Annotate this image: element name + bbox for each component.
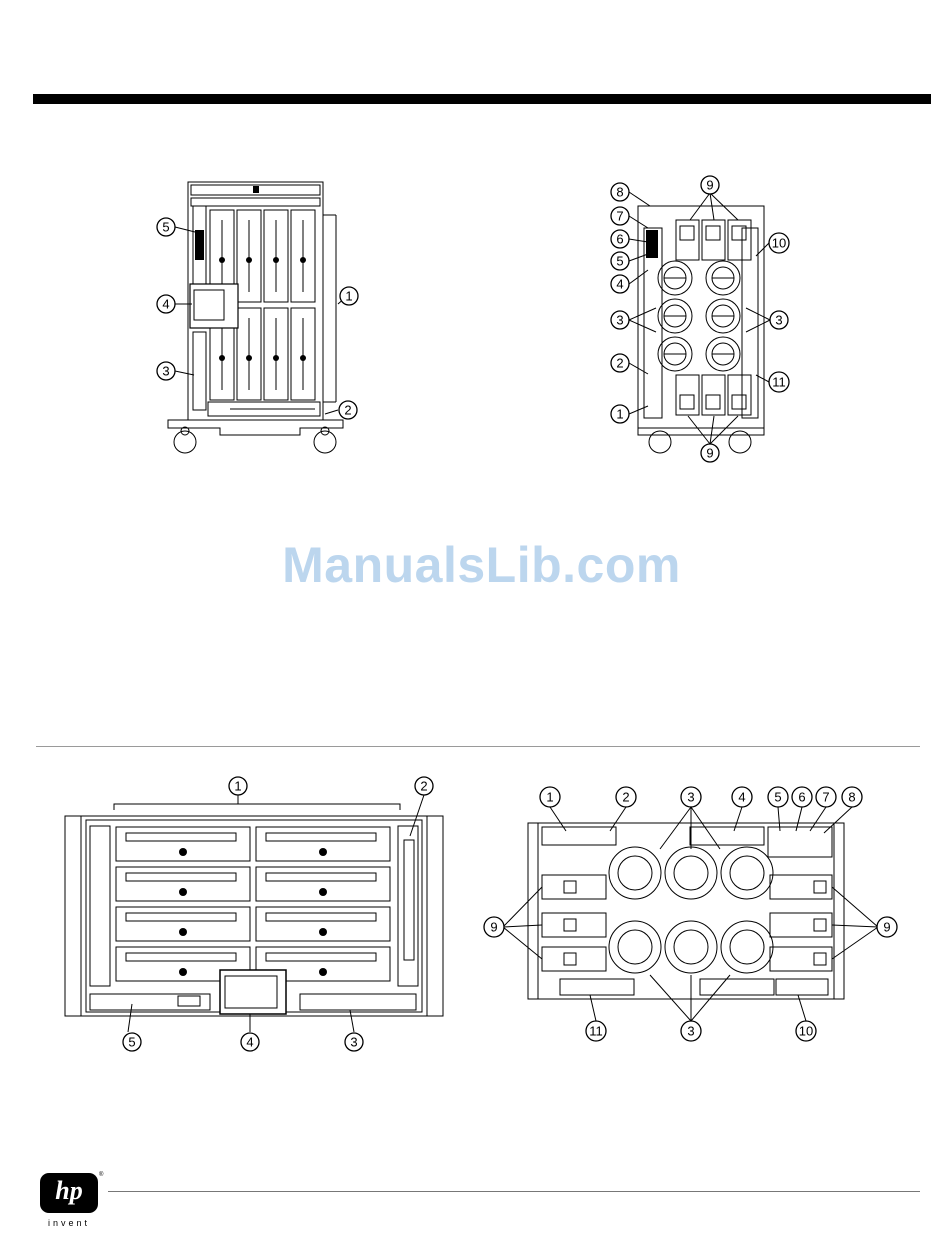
callout-1: 1 (234, 779, 241, 794)
callout-10: 10 (799, 1024, 813, 1039)
registered-mark: ® (99, 1172, 103, 1178)
callout-3-right: 3 (775, 313, 782, 328)
callout-1: 1 (616, 407, 623, 422)
tower-rear-diagram: 9 8 7 6 5 4 3 2 1 10 3 11 9 (600, 170, 810, 465)
callout-4: 4 (246, 1035, 253, 1050)
callout-9-left: 9 (490, 920, 497, 935)
footer-rule (108, 1191, 920, 1192)
callout-3-bottom: 3 (687, 1024, 694, 1039)
callout-4: 4 (162, 297, 169, 312)
hp-logo-text: hp (40, 1176, 98, 1206)
callout-9-top: 9 (706, 178, 713, 193)
callout-11: 11 (589, 1024, 603, 1039)
callout-5: 5 (616, 254, 623, 269)
callout-8: 8 (848, 790, 855, 805)
callout-11: 11 (772, 375, 786, 390)
callout-9-bottom: 9 (706, 446, 713, 461)
callout-7: 7 (616, 209, 623, 224)
callout-9-right: 9 (883, 920, 890, 935)
callout-2: 2 (344, 403, 351, 418)
rack-front-diagram: 1 2 5 4 3 (60, 770, 450, 1060)
callout-3: 3 (162, 364, 169, 379)
section-divider (36, 746, 920, 747)
callout-1: 1 (546, 790, 553, 805)
callout-8: 8 (616, 185, 623, 200)
callout-2: 2 (622, 790, 629, 805)
callout-3-left: 3 (616, 313, 623, 328)
callout-4: 4 (616, 277, 623, 292)
rack-rear-diagram: 1 2 3 4 5 6 7 8 9 9 11 3 10 (480, 775, 910, 1050)
callout-4: 4 (738, 790, 745, 805)
hp-tagline: invent (40, 1218, 98, 1228)
callout-10: 10 (772, 236, 786, 251)
callout-3-top: 3 (687, 790, 694, 805)
callout-2: 2 (420, 779, 427, 794)
callout-5: 5 (162, 220, 169, 235)
tower-front-diagram: 5 4 3 1 2 (150, 170, 370, 465)
callout-5: 5 (774, 790, 781, 805)
callout-6: 6 (798, 790, 805, 805)
hp-logo: hp (40, 1173, 98, 1213)
callout-3: 3 (350, 1035, 357, 1050)
header-bar (33, 94, 931, 104)
callout-1: 1 (345, 289, 352, 304)
callout-2: 2 (616, 356, 623, 371)
callout-6: 6 (616, 232, 623, 247)
watermark: ManualsLib.com (0, 536, 950, 594)
callout-7: 7 (822, 790, 829, 805)
callout-5: 5 (128, 1035, 135, 1050)
